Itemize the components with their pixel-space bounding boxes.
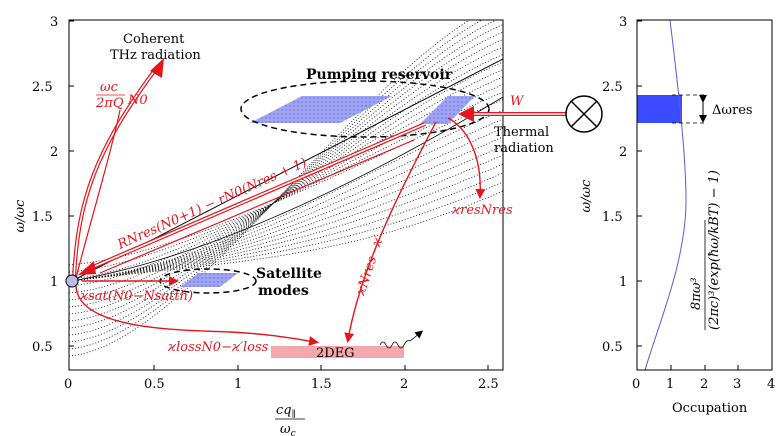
y-tick-1: 1 bbox=[50, 275, 58, 290]
thermal-region bbox=[420, 96, 475, 124]
kappa-res-arrow bbox=[344, 121, 437, 343]
res-loss-arrow bbox=[447, 117, 486, 199]
side-x-tick-3: 3 bbox=[733, 377, 741, 392]
side-x-tick-0: 0 bbox=[632, 377, 640, 392]
y-tick-2: 1.5 bbox=[32, 210, 53, 225]
svg-text:cq∥: cq∥ bbox=[276, 403, 296, 420]
dispersion-curve bbox=[71, 136, 503, 282]
coherent-label-1: Coherent bbox=[123, 32, 185, 47]
gain-arrow-head bbox=[78, 261, 96, 275]
x-tick-5: 2.5 bbox=[478, 377, 499, 392]
side-y-tick-3: 2 bbox=[619, 145, 627, 160]
loss-arrow bbox=[75, 285, 319, 346]
thermal-label-1: Thermal bbox=[494, 125, 549, 140]
dispersion-curve bbox=[69, 31, 503, 329]
thermal-label-2: radiation bbox=[494, 141, 554, 156]
dispersion-curve bbox=[69, 20, 483, 350]
y-tick-3: 2 bbox=[50, 145, 58, 160]
svg-text:ωc: ωc bbox=[100, 80, 119, 95]
side-y-tick-5: 3 bbox=[619, 15, 627, 30]
pumping-ellipse bbox=[240, 80, 490, 138]
coherent-arrow-head bbox=[150, 58, 164, 78]
loss-term-label: ϰlossN0−ϰ′loss bbox=[167, 340, 269, 355]
dispersion-curve bbox=[71, 154, 503, 282]
side-axes-frame bbox=[636, 19, 773, 371]
dispersion-curve bbox=[69, 99, 503, 266]
occupation-formula: 8πω³ (2πc)³(exp(ħω/kBT) − 1) bbox=[689, 170, 722, 330]
res-band bbox=[637, 95, 682, 123]
side-x-tick-1: 1 bbox=[666, 377, 674, 392]
emission-squiggle bbox=[379, 330, 424, 349]
side-y-tick-2: 1.5 bbox=[602, 210, 623, 225]
side-x-label: Occupation bbox=[672, 401, 748, 416]
coherent-arrow-inner bbox=[73, 65, 159, 279]
x-tick-2: 1 bbox=[234, 377, 242, 392]
pumping-label: Pumping reservoir bbox=[306, 67, 453, 83]
y-axis-label: ω/ωc bbox=[13, 199, 28, 233]
x-tick-0: 0 bbox=[64, 377, 72, 392]
svg-text:2πQ: 2πQ bbox=[95, 96, 124, 111]
satellite-label-2: modes bbox=[258, 283, 309, 299]
satellite-region bbox=[180, 273, 238, 287]
w-arrow-head bbox=[458, 106, 474, 122]
x-tick-4: 2 bbox=[400, 377, 408, 392]
dispersion-curve bbox=[71, 118, 503, 282]
main-axes-frame bbox=[68, 19, 504, 371]
side-y-tick-4: 2.5 bbox=[602, 80, 623, 95]
side-x-tick-4: 4 bbox=[767, 377, 775, 392]
delta-label: Δωres bbox=[712, 103, 753, 118]
y-tick-4: 2.5 bbox=[32, 80, 53, 95]
dispersion-curve bbox=[71, 172, 503, 282]
pumping-region bbox=[250, 96, 392, 123]
svg-text:8πω³: 8πω³ bbox=[689, 277, 704, 310]
twodeg-bar bbox=[271, 346, 404, 358]
side-x-tick-2: 2 bbox=[700, 377, 708, 392]
res-loss-label: ϰresNres bbox=[451, 203, 513, 218]
satellite-label-1: Satellite bbox=[256, 266, 322, 282]
w-label: W bbox=[510, 94, 525, 109]
dispersion-curve bbox=[69, 91, 503, 273]
dispersion-curve bbox=[69, 20, 498, 343]
side-y-label: ω/ωc bbox=[579, 179, 594, 213]
emission-rate-label: ωc 2πQ N0 bbox=[95, 80, 148, 111]
dispersion-curve bbox=[69, 20, 471, 357]
x-tick-3: 1.5 bbox=[311, 377, 332, 392]
sat-term-label: ϰsat(N0−Nsatth) bbox=[79, 289, 193, 304]
gain-term-label: RNres(N0+1) − rN0(Nres + 1) bbox=[115, 155, 310, 253]
dispersion-curve bbox=[71, 109, 503, 282]
twodeg-label: 2DEG bbox=[316, 346, 355, 361]
y-tick-5: 3 bbox=[50, 15, 58, 30]
gain-arrow-inner bbox=[85, 123, 426, 271]
coherent-label-2: THz radiation bbox=[110, 48, 201, 63]
dispersion-curve bbox=[71, 127, 503, 282]
dispersion-curve bbox=[71, 181, 503, 282]
main-plot: 2DEG 0 0.5 1 1.5 2 2.5 0.5 1 1.5 2 bbox=[13, 15, 603, 436]
thermal-source-icon bbox=[565, 95, 603, 133]
x-axis-label: cq∥ ωc bbox=[275, 403, 305, 436]
y-tick-0: 0.5 bbox=[32, 340, 53, 355]
side-ticks bbox=[636, 20, 773, 370]
origin-point bbox=[65, 274, 79, 288]
side-plot: Δωres 0 1 2 3 4 0.5 1 1.5 2 2.5 3 Occupa… bbox=[579, 15, 775, 416]
side-y-tick-0: 0.5 bbox=[602, 340, 623, 355]
svg-text:ωc: ωc bbox=[280, 422, 296, 436]
kappa-res-term-label: ϰNres−ϰ′ bbox=[353, 234, 387, 299]
svg-text:N0: N0 bbox=[127, 93, 148, 108]
plasmon-line bbox=[71, 96, 503, 282]
occupation-curve bbox=[644, 19, 687, 371]
side-y-tick-1: 1 bbox=[619, 275, 627, 290]
x-tick-1: 0.5 bbox=[144, 377, 165, 392]
svg-text:(2πc)³(exp(ħω/kBT) − 1): (2πc)³(exp(ħω/kBT) − 1) bbox=[707, 170, 722, 330]
dispersion-curve bbox=[71, 145, 503, 282]
